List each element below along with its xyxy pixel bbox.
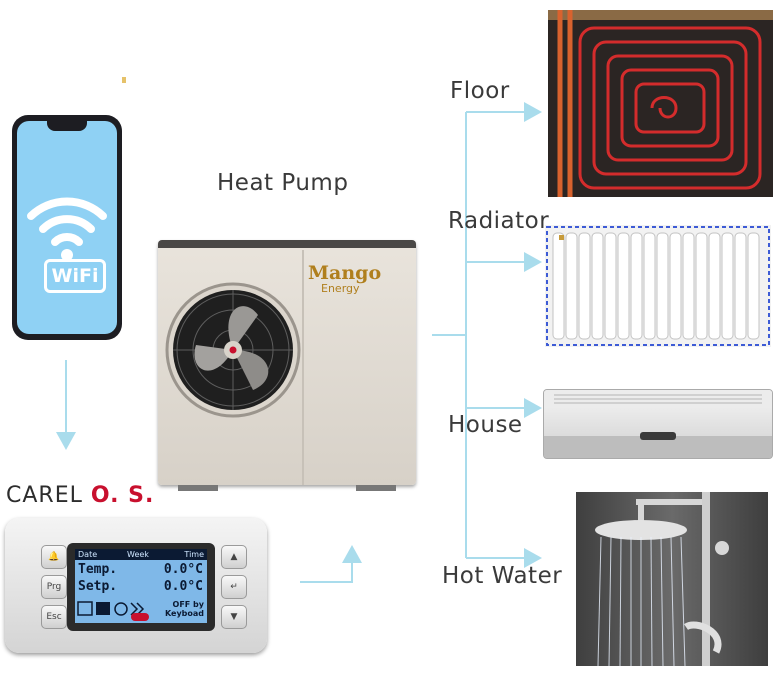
prg-button[interactable]: Prg: [41, 575, 67, 599]
up-button[interactable]: ▲: [221, 545, 247, 569]
shower-head: [595, 492, 729, 666]
lcd-status-line2: Keyboad: [164, 609, 204, 618]
down-icon: ▼: [230, 612, 238, 622]
unit-foot-right: [356, 485, 396, 491]
heat-pump-top: [158, 240, 416, 248]
carel-logo-badge: [131, 613, 149, 621]
arrow-controller-to-heat-pump: [300, 545, 362, 583]
esc-button[interactable]: Esc: [41, 605, 67, 629]
radiator-image: [545, 225, 771, 347]
floor-pipe-coil: [548, 10, 773, 197]
air-conditioner-image: [543, 389, 773, 459]
carel-text: CAREL: [6, 483, 83, 508]
brand-logo-energy: Energy: [321, 282, 360, 295]
phone-notch: [47, 121, 87, 131]
heat-pump-unit: Mango Energy: [158, 240, 416, 491]
lcd-header-date: Date: [78, 550, 98, 559]
radiator-label: Radiator: [448, 208, 550, 234]
lcd-row-setp-value: 0.0°C: [163, 579, 203, 594]
down-button[interactable]: ▼: [221, 605, 247, 629]
radiator-columns: [546, 226, 770, 346]
hot-water-label: Hot Water: [442, 563, 563, 589]
lcd-status-line1: OFF by: [172, 600, 204, 609]
floor-label: Floor: [450, 78, 510, 104]
bell-icon: 🔔: [48, 552, 60, 562]
heat-pump-label: Heat Pump: [217, 170, 349, 196]
lcd-row-setp-label: Setp.: [78, 579, 118, 594]
lcd-row-temp-label: Temp.: [78, 562, 118, 577]
carel-os-text: O. S.: [90, 483, 155, 508]
brand-logo-mango: Mango: [308, 262, 382, 284]
lcd-header-week: Week: [127, 550, 149, 559]
smartphone: WiFi: [12, 115, 122, 340]
carel-label: CAREL O. S.: [6, 483, 154, 508]
unit-foot-left: [178, 485, 218, 491]
up-icon: ▲: [230, 552, 238, 562]
enter-button[interactable]: ↵: [221, 575, 247, 599]
lcd-status-icons: [77, 601, 145, 616]
ac-unit: [544, 390, 772, 458]
decorative-dot: [122, 77, 126, 83]
wifi-icon: [27, 197, 107, 261]
shower-image: [576, 492, 768, 666]
house-label: House: [448, 412, 523, 438]
enter-icon: ↵: [230, 582, 238, 592]
wifi-badge: WiFi: [44, 259, 106, 293]
lcd-header-time: Time: [184, 550, 204, 559]
floor-heating-image: [548, 10, 773, 197]
lcd-header: Date Week Time: [75, 549, 207, 560]
lcd-row-temp-value: 0.0°C: [163, 562, 203, 577]
phone-screen: WiFi: [17, 121, 117, 334]
alarm-button[interactable]: 🔔: [41, 545, 67, 569]
fan-icon: [165, 250, 304, 485]
lcd-display: Date Week Time Temp. 0.0°C Setp. 0.0°C O…: [75, 549, 207, 623]
carel-controller: Date Week Time Temp. 0.0°C Setp. 0.0°C O…: [5, 518, 267, 653]
